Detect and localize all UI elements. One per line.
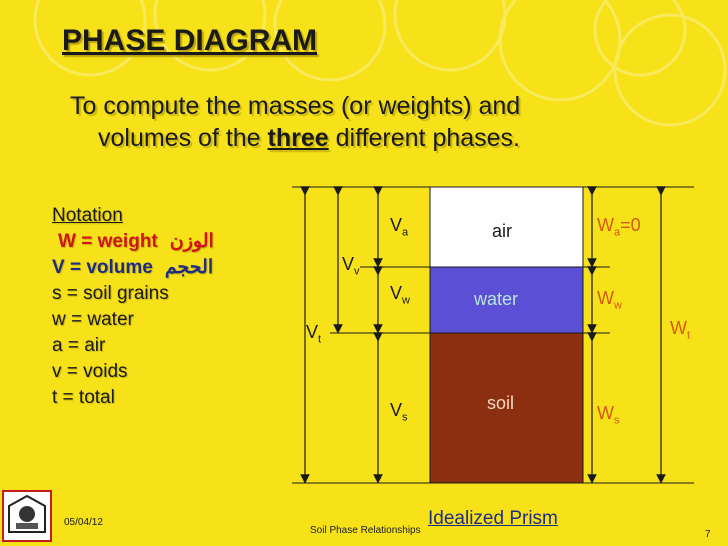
page-number: 7 xyxy=(705,529,711,540)
vt-label: Vt xyxy=(306,322,322,346)
page-title: PHASE DIAGRAM xyxy=(62,24,318,57)
vs-label: Vs xyxy=(390,400,408,424)
notation-voids: v = voids xyxy=(52,361,128,382)
subtitle-line-2b: different phases. xyxy=(328,124,521,152)
soil-label: soil xyxy=(487,393,515,413)
notation-heading: Notation xyxy=(52,205,123,226)
vw-label: Vw xyxy=(390,283,410,307)
notation-soil: s = soil grains xyxy=(52,283,169,304)
subtitle-line-2a: volumes of the xyxy=(98,124,268,152)
footer-date: 05/04/12 xyxy=(64,517,103,528)
notation-water: w = water xyxy=(52,309,134,330)
ws-label: Ws xyxy=(597,403,620,427)
notation-weight-arabic: الوزن xyxy=(169,231,214,252)
air-label: air xyxy=(492,221,513,241)
notation-volume-arabic: الحجم xyxy=(164,257,214,278)
subtitle-emphasis: three xyxy=(267,124,329,152)
water-phase xyxy=(429,266,584,334)
diagram-caption: Idealized Prism xyxy=(428,508,558,529)
footer-topic: Soil Phase Relationships xyxy=(310,525,421,536)
notation-air: a = air xyxy=(52,335,106,356)
notation-list: Notation W = weight الوزن V = volume الحجم… xyxy=(52,203,214,411)
notation-total: t = total xyxy=(52,387,115,408)
ww-label: Ww xyxy=(597,288,622,312)
soil-phase xyxy=(429,332,584,484)
subtitle-line-1: To compute the masses (or weights) and xyxy=(70,92,521,120)
vv-label: Vv xyxy=(342,254,360,278)
va-label: Va xyxy=(390,215,409,239)
water-label: water xyxy=(474,289,519,309)
notation-volume: V = volume xyxy=(52,257,153,278)
subtitle: To compute the masses (or weights) and v… xyxy=(70,90,690,154)
wt-label: Wt xyxy=(670,318,691,342)
notation-weight: W = weight xyxy=(58,231,158,252)
university-logo xyxy=(2,490,52,542)
wa-label: Wa=0 xyxy=(597,215,641,239)
air-phase xyxy=(429,186,584,268)
